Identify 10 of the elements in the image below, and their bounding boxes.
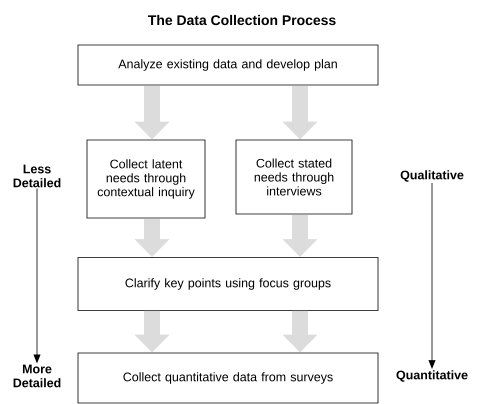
axis-label: Qualitative [400,170,464,182]
process-box: Collect latent needs through contextual inquiry [86,140,206,218]
process-box: Clarify key points using focus groups [78,257,378,311]
axis-label: More Detailed [14,364,60,388]
process-box: Analyze existing data and develop plan [78,44,378,86]
title: The Data Collection Process [148,14,336,26]
axis-label: Quantitative [396,370,468,382]
process-box: Collect quantitative data from surveys [78,352,378,404]
axis-label: Less Detailed [14,164,60,188]
process-box: Collect stated needs through interviews [236,140,352,214]
